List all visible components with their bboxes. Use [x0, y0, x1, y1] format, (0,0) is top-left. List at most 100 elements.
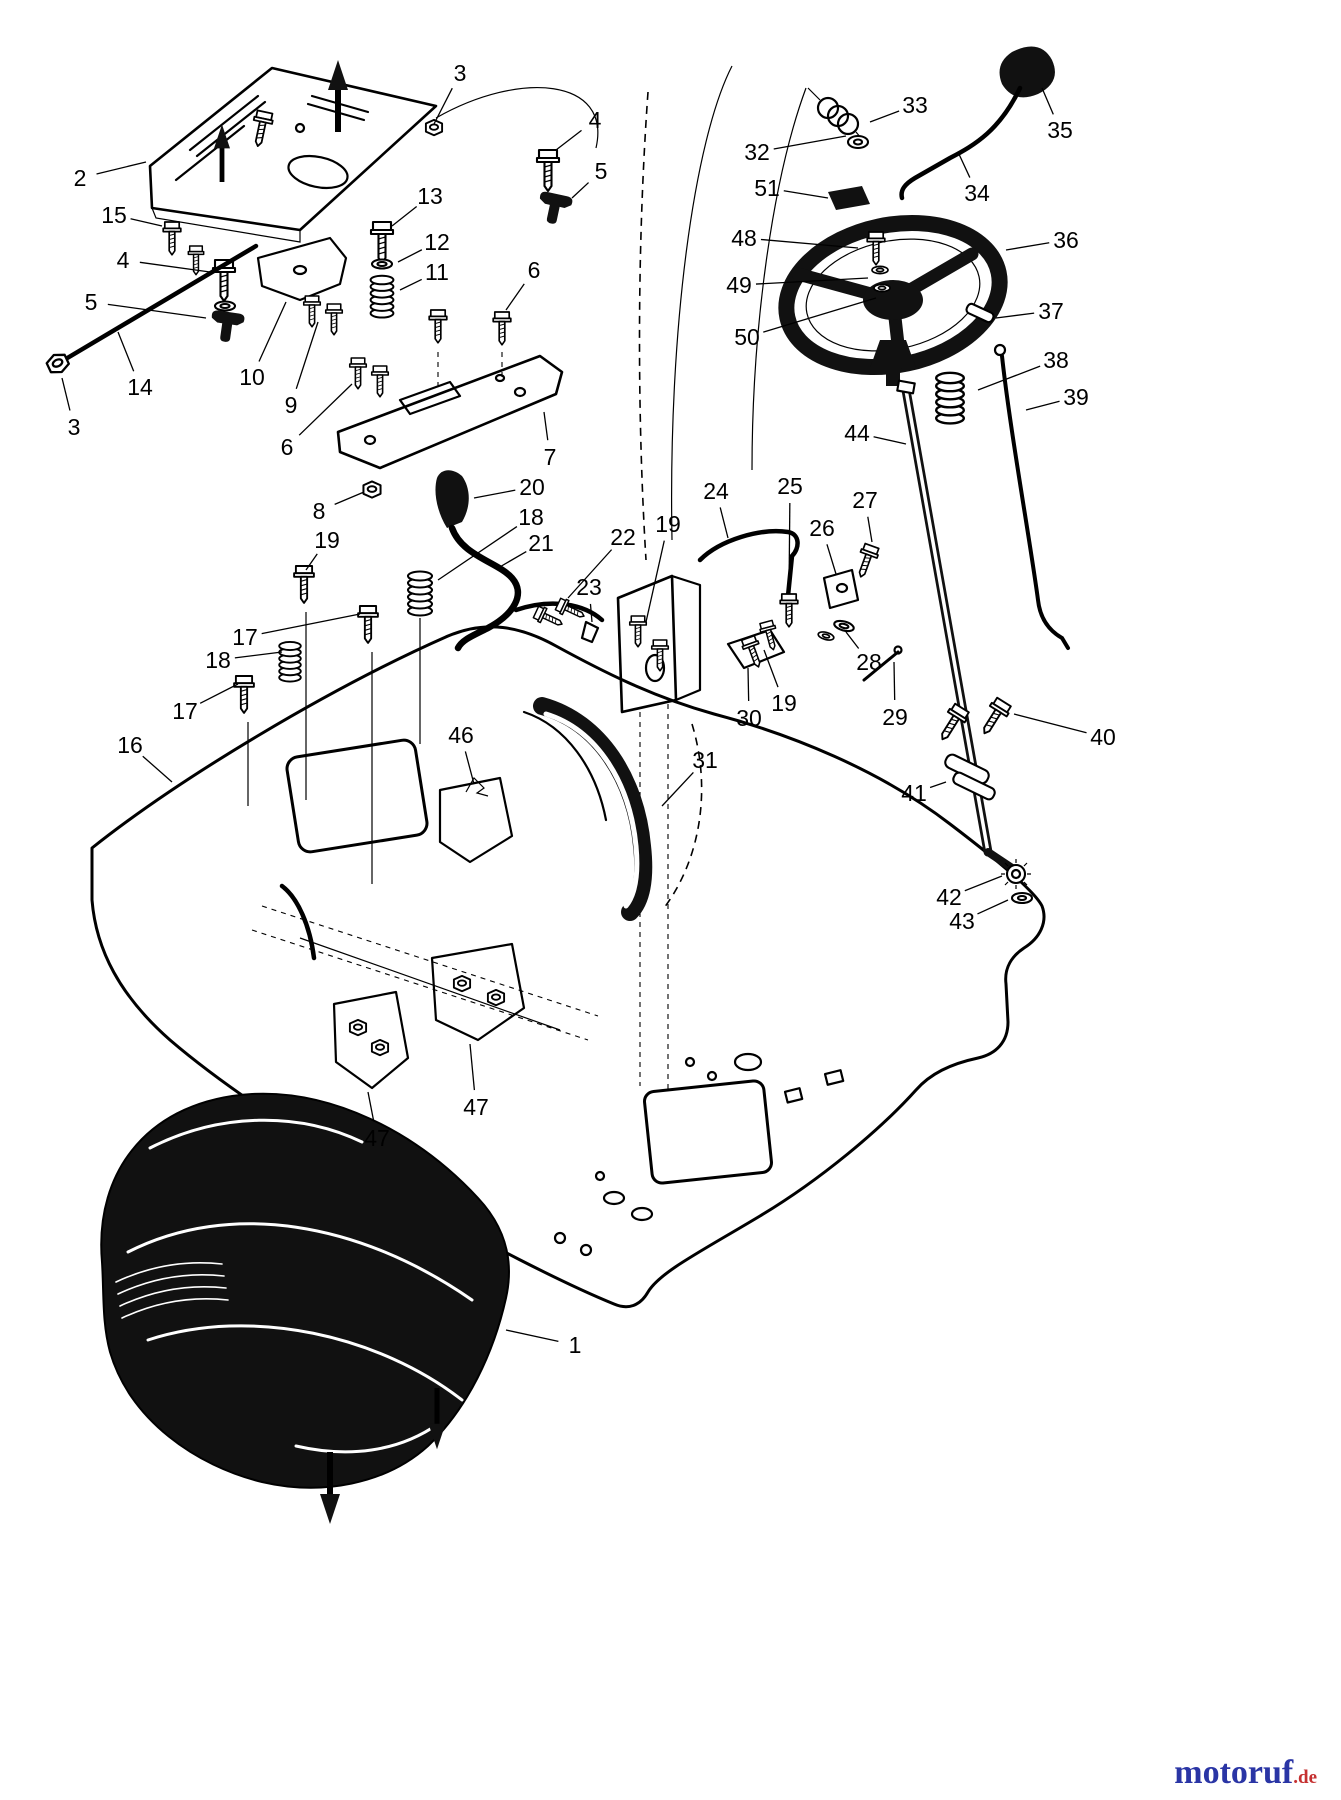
leader-line — [645, 540, 665, 623]
part-number-label: 47 — [463, 1094, 489, 1120]
part-number-label: 6 — [281, 434, 294, 460]
part-number-label: 18 — [205, 647, 231, 673]
shift-lever — [233, 470, 522, 884]
leader-line — [469, 1043, 476, 1091]
leader-line — [295, 321, 319, 390]
leader-line — [117, 331, 135, 372]
leader-line — [399, 278, 422, 291]
leader-line — [760, 238, 859, 249]
part-number-label: 26 — [809, 515, 835, 541]
part-number-label: 42 — [936, 884, 962, 910]
leader-line — [783, 190, 829, 199]
part-number-label: 48 — [731, 225, 757, 251]
part-number-label: 3 — [454, 60, 467, 86]
part-number-label: 8 — [313, 498, 326, 524]
part-number-label: 14 — [127, 374, 153, 400]
part-number-label: 41 — [901, 780, 927, 806]
part-number-label: 33 — [902, 92, 928, 118]
part-number-label: 37 — [1038, 298, 1064, 324]
part-number-label: 44 — [844, 420, 870, 446]
part-number-label: 22 — [610, 524, 636, 550]
part-number-label: 19 — [655, 511, 681, 537]
part-number-label: 23 — [576, 574, 602, 600]
part-number-label: 11 — [425, 259, 449, 285]
leader-line — [543, 411, 549, 441]
part-number-label: 15 — [101, 202, 127, 228]
part-number-label: 21 — [528, 530, 554, 556]
leader-lines — [61, 87, 1087, 1343]
part-number-label: 34 — [964, 180, 990, 206]
leader-line — [567, 549, 613, 599]
part-number-label: 40 — [1090, 724, 1116, 750]
part-number-label: 39 — [1063, 384, 1089, 410]
leader-line — [305, 553, 318, 571]
part-number-label: 19 — [314, 527, 340, 553]
part-number-label: 3 — [68, 414, 81, 440]
leader-line — [142, 755, 173, 783]
watermark: motoruf.de — [1174, 1754, 1317, 1792]
steering-wheel — [778, 214, 1008, 386]
leader-line — [437, 525, 518, 581]
leader-line — [391, 206, 418, 227]
part-number-label: 47 — [364, 1125, 390, 1151]
leader-line — [397, 249, 423, 263]
clip-plate — [438, 776, 514, 864]
part-number-label: 17 — [232, 624, 258, 650]
leader-line — [199, 683, 239, 704]
part-number-label: 32 — [744, 139, 770, 165]
part-number-label: 31 — [692, 747, 718, 773]
slide-plate — [336, 354, 564, 499]
part-number-label: 51 — [754, 175, 780, 201]
pedal-bracket-assembly — [616, 542, 903, 714]
part-number-label: 19 — [771, 690, 797, 716]
part-number-label: 29 — [882, 704, 908, 730]
part-number-label: 24 — [703, 478, 729, 504]
seat — [100, 1092, 510, 1489]
mounting-hardware-top-left — [43, 118, 574, 378]
leader-line — [929, 781, 947, 789]
leader-line — [873, 436, 907, 445]
leader-line — [773, 135, 847, 150]
part-number-label: 5 — [85, 289, 98, 315]
leader-line — [96, 161, 147, 175]
part-number-label: 10 — [239, 364, 265, 390]
leader-line — [719, 507, 729, 539]
part-number-label: 16 — [117, 732, 143, 758]
leader-line — [763, 649, 779, 688]
leader-line — [505, 283, 525, 311]
leader-line — [571, 182, 590, 199]
part-number-label: 43 — [949, 908, 975, 934]
part-number-label: 12 — [424, 229, 450, 255]
leader-line — [747, 667, 750, 702]
leader-line — [130, 218, 163, 227]
linkage-rods — [513, 529, 800, 644]
mounting-plates-47 — [332, 942, 526, 1090]
part-number-label: 7 — [544, 444, 557, 470]
leader-line — [995, 312, 1035, 319]
leader-line — [298, 383, 353, 436]
part-number-label: 13 — [417, 183, 443, 209]
steering-lever — [638, 46, 1055, 561]
console-bracket — [522, 697, 703, 921]
leader-line — [788, 502, 791, 593]
part-number-label: 17 — [172, 698, 198, 724]
part-number-label: 5 — [595, 158, 608, 184]
leader-line — [367, 1091, 375, 1122]
part-number-label: 35 — [1047, 117, 1073, 143]
leader-line — [1005, 242, 1050, 251]
leader-line — [139, 261, 211, 273]
leader-line — [867, 516, 873, 543]
leader-line — [869, 110, 900, 123]
part-number-label: 18 — [518, 504, 544, 530]
watermark-main: motoruf — [1174, 1754, 1294, 1791]
part-number-label: 28 — [856, 649, 882, 675]
part-number-label: 25 — [777, 473, 803, 499]
leader-line — [845, 631, 860, 649]
leader-line — [977, 365, 1041, 391]
part-number-label: 36 — [1053, 227, 1079, 253]
seat-mounting-plate — [148, 60, 599, 243]
leader-line — [589, 603, 593, 623]
